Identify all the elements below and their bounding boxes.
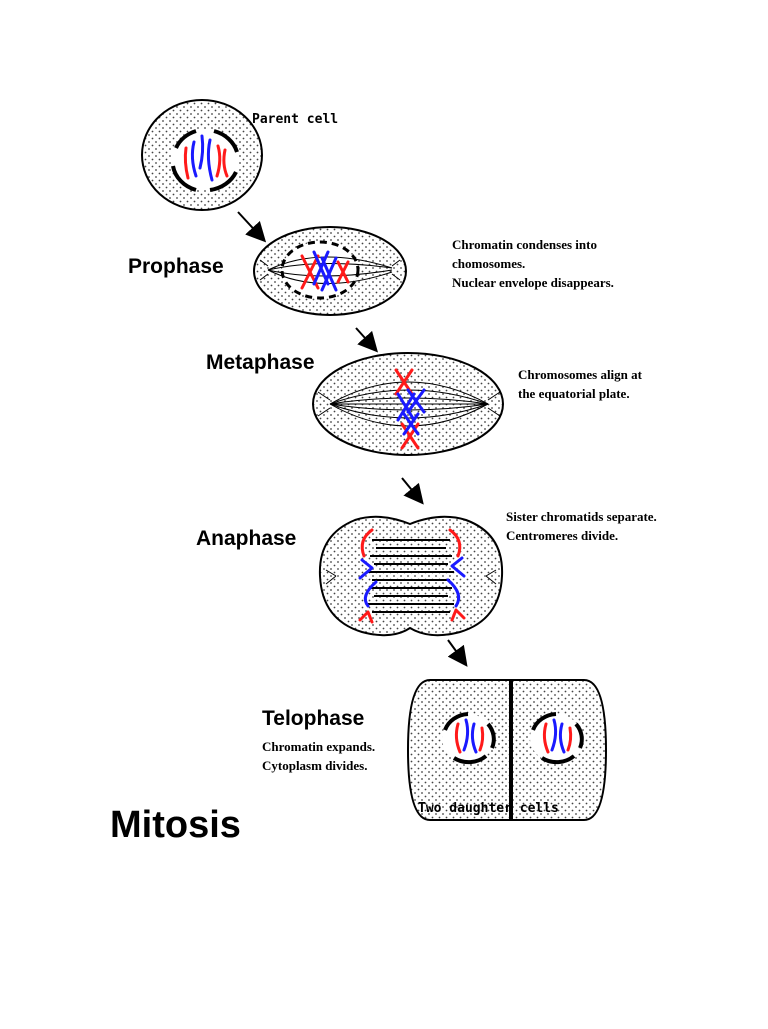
anaphase-cell <box>318 515 504 637</box>
prophase-label: Prophase <box>128 255 224 278</box>
anaphase-spindle <box>368 539 454 613</box>
right-daughter-nucleus <box>530 712 584 765</box>
telophase-label: Telophase <box>262 707 365 730</box>
metaphase-cell <box>312 352 504 456</box>
parent-chromatin <box>183 134 229 182</box>
diagram-title: Mitosis <box>110 804 241 846</box>
anaphase-chromatids <box>358 528 466 624</box>
prophase-chromosomes <box>300 250 350 292</box>
arrow-anaphase-to-telophase <box>447 639 468 667</box>
prophase-cell <box>253 226 407 316</box>
daughter-cells-label: Two daughter cells <box>418 801 559 816</box>
arrow-prophase-to-metaphase <box>355 327 379 353</box>
telophase-cells <box>406 679 608 821</box>
telophase-description: Chromatin expands. Cytoplasm divides. <box>262 739 376 773</box>
prophase-description: Chromatin condenses into chomosomes. Nuc… <box>452 237 614 290</box>
metaphase-description: Chromosomes align at the equatorial plat… <box>518 367 642 401</box>
left-daughter-nucleus <box>442 712 496 765</box>
anaphase-description: Sister chromatids separate. Centromeres … <box>506 509 657 543</box>
parent-cell <box>141 99 263 211</box>
anaphase-poles <box>325 569 497 585</box>
metaphase-chromosomes <box>394 368 426 450</box>
parent-nucleus <box>171 129 239 192</box>
metaphase-label: Metaphase <box>206 351 315 374</box>
stage-arrows <box>237 211 468 667</box>
arrow-parent-to-prophase <box>237 211 267 243</box>
arrow-metaphase-to-anaphase <box>401 477 424 505</box>
parent-cell-label: Parent cell <box>252 112 339 127</box>
anaphase-label: Anaphase <box>196 527 297 550</box>
